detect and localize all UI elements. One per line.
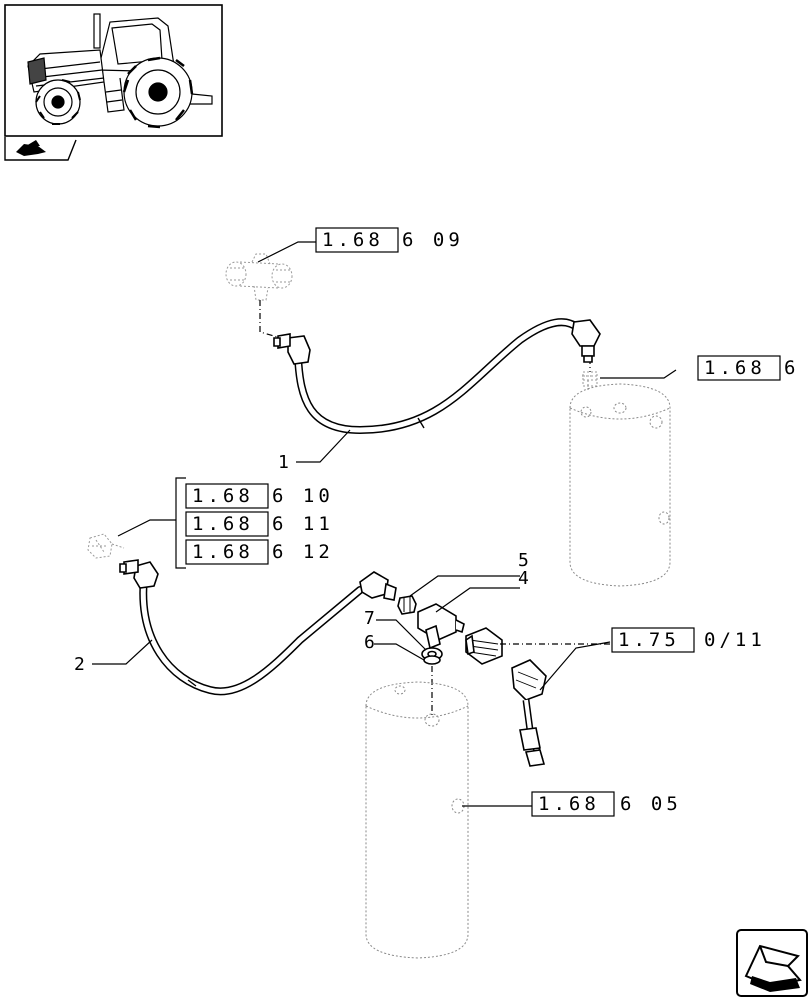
ref-g2-box-text: 1.68 bbox=[192, 513, 254, 535]
ref-g1-box-text: 1.68 bbox=[192, 485, 254, 507]
book-arrow-icon bbox=[16, 140, 46, 156]
callout-5: 5 bbox=[518, 550, 529, 571]
ref-top-box-text: 1.68 bbox=[322, 229, 384, 251]
ghost-plug-upper-tank bbox=[582, 371, 598, 387]
hose-1-elbow-right bbox=[571, 319, 601, 363]
ref-conn-box-text: 1.75 bbox=[618, 629, 680, 651]
electrical-connector[interactable] bbox=[511, 659, 547, 767]
leader-callout-6 bbox=[374, 643, 425, 661]
part-5-fitting[interactable] bbox=[397, 595, 417, 615]
ghost-air-tank-upper bbox=[569, 375, 671, 587]
ref-group-bracket bbox=[175, 477, 186, 569]
ref-bottom[interactable]: 1.68 6 05 bbox=[531, 791, 682, 817]
ghost-air-tank-lower bbox=[365, 681, 469, 959]
leader-callout-5 bbox=[409, 575, 520, 597]
leader-callout-4 bbox=[435, 587, 520, 613]
ref-group-3[interactable]: 1.68 6 12 bbox=[185, 539, 334, 565]
leader-callout-7 bbox=[376, 619, 427, 651]
ghost-tee-fitting-top bbox=[225, 253, 293, 301]
callout-6: 6 bbox=[364, 632, 375, 653]
ref-top-rest-text: 6 09 bbox=[402, 229, 464, 251]
part-7-6-washer[interactable] bbox=[421, 647, 443, 665]
ref-right-rest-text: 6 bbox=[784, 357, 799, 379]
leader-callout-1 bbox=[296, 429, 351, 463]
ref-right-box-text: 1.68 bbox=[704, 357, 766, 379]
ref-group-2[interactable]: 1.68 6 11 bbox=[185, 511, 334, 537]
hose-2-elbow-left bbox=[119, 559, 159, 589]
callout-7: 7 bbox=[364, 608, 375, 629]
leader-top-ref bbox=[257, 241, 316, 263]
section-tab[interactable] bbox=[4, 137, 77, 161]
ghost-fitting-middle bbox=[87, 533, 125, 559]
callout-4: 4 bbox=[518, 568, 529, 589]
ref-g1-rest-text: 6 10 bbox=[272, 485, 334, 507]
part-4-tee-body[interactable] bbox=[417, 603, 465, 650]
tractor-icon bbox=[27, 13, 213, 129]
pressure-switch[interactable] bbox=[465, 627, 503, 665]
leader-right-ref bbox=[600, 369, 677, 379]
ref-g2-rest-text: 6 11 bbox=[272, 513, 334, 535]
leader-connector-ref bbox=[539, 641, 611, 691]
ref-top[interactable]: 1.68 6 09 bbox=[315, 227, 464, 253]
hose-2[interactable] bbox=[119, 559, 397, 696]
callout-2: 2 bbox=[74, 654, 85, 675]
ref-g3-box-text: 1.68 bbox=[192, 541, 254, 563]
axis-line-top bbox=[259, 300, 289, 341]
leader-group-ref bbox=[117, 519, 176, 537]
ref-right[interactable]: 1.68 6 bbox=[697, 355, 799, 381]
leader-callout-2 bbox=[92, 639, 153, 665]
ref-conn-rest-text: 0/11 bbox=[704, 629, 766, 651]
hose-2-elbow-right bbox=[359, 571, 397, 601]
hose-1[interactable] bbox=[273, 318, 601, 434]
hose-1-elbow-left bbox=[273, 333, 311, 365]
ref-g3-rest-text: 6 12 bbox=[272, 541, 334, 563]
ref-bottom-rest-text: 6 05 bbox=[620, 793, 682, 815]
ref-bottom-box-text: 1.68 bbox=[538, 793, 600, 815]
page-arrow-icon bbox=[744, 944, 802, 992]
ref-connector[interactable]: 1.75 0/11 bbox=[611, 627, 766, 653]
next-page-button[interactable] bbox=[736, 929, 808, 997]
callout-1: 1 bbox=[278, 452, 289, 473]
ref-group-1[interactable]: 1.68 6 10 bbox=[185, 483, 334, 509]
tractor-thumbnail[interactable] bbox=[4, 4, 223, 137]
